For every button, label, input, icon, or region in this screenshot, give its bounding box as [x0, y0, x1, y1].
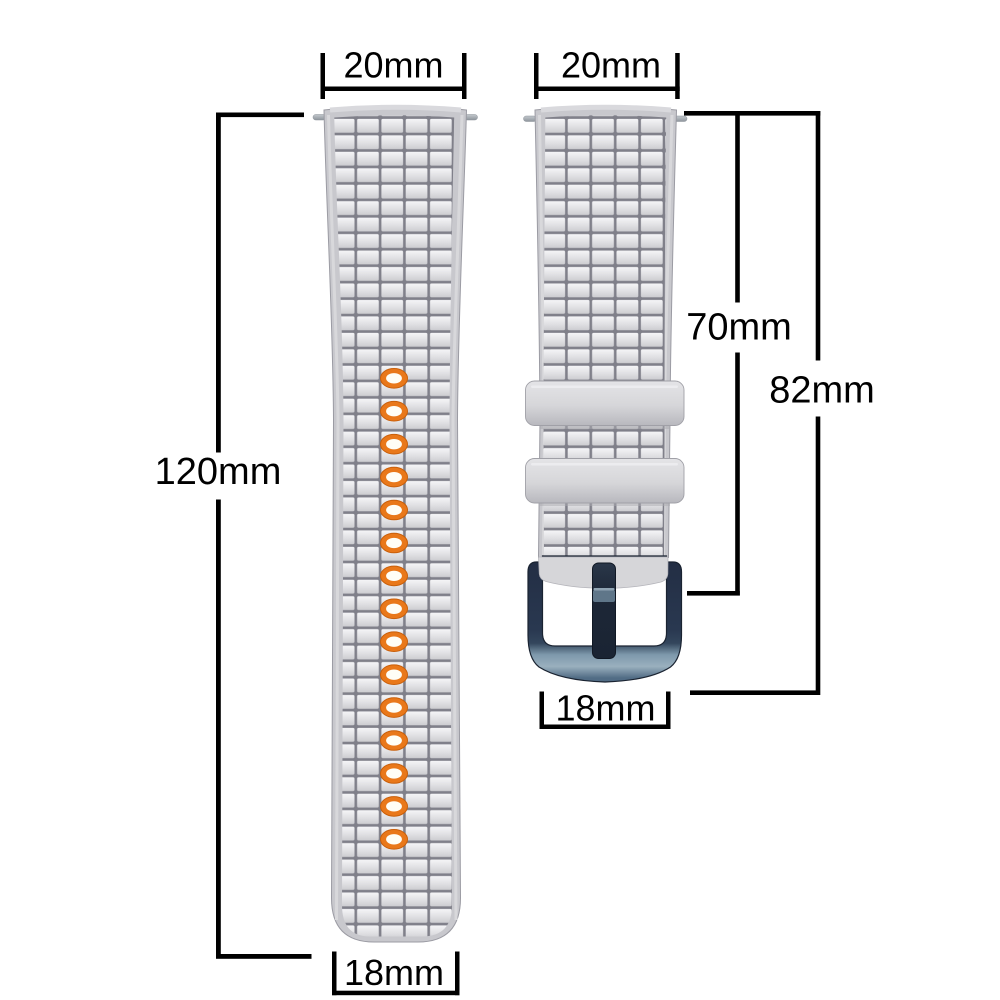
svg-text:70mm: 70mm: [686, 307, 792, 349]
svg-text:20mm: 20mm: [561, 45, 661, 86]
svg-text:20mm: 20mm: [343, 45, 443, 86]
svg-text:82mm: 82mm: [769, 370, 875, 412]
svg-text:18mm: 18mm: [344, 952, 444, 993]
svg-text:18mm: 18mm: [555, 688, 655, 729]
svg-text:120mm: 120mm: [155, 451, 282, 493]
